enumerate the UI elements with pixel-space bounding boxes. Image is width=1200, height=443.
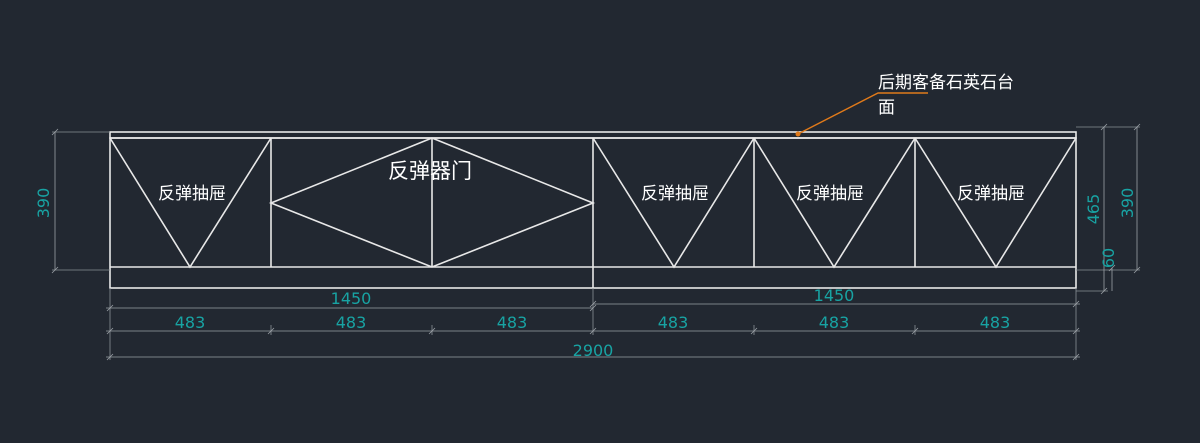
drawer-module-4: 反弹抽屉: [592, 137, 755, 269]
dim-half-left-text: 1450: [331, 289, 372, 308]
dim-module-4-text: 483: [658, 313, 689, 332]
dim-module-1-text: 483: [175, 313, 206, 332]
dim-module-3-text: 483: [497, 313, 528, 332]
countertop-note: 后期客备石英石台 面: [795, 73, 1014, 137]
drawer-module-1: 反弹抽屉: [109, 137, 272, 269]
dim-left-height: 390: [34, 128, 110, 274]
dim-total-width-text: 2900: [573, 341, 614, 360]
countertop: [109, 131, 1077, 139]
drawer-label-1: 反弹抽屉: [158, 184, 226, 204]
dim-half-right-text: 1450: [814, 286, 855, 305]
dim-modules: 483 483 483 483 483 483: [106, 313, 1080, 335]
door-label: 反弹器门: [388, 159, 472, 183]
dim-right-total-text: 465: [1084, 194, 1103, 225]
drawer-label-5: 反弹抽屉: [796, 184, 864, 204]
note-line-2: 面: [878, 98, 895, 118]
dim-module-2-text: 483: [336, 313, 367, 332]
drawer-module-6: 反弹抽屉: [914, 137, 1077, 269]
drawer-label-4: 反弹抽屉: [641, 184, 709, 204]
dim-module-6-text: 483: [980, 313, 1011, 332]
dim-total-width: 2900: [106, 341, 1080, 361]
dim-module-5-text: 483: [819, 313, 850, 332]
dim-left-height-text: 390: [34, 188, 53, 219]
dim-halves: 1450 1450: [106, 286, 1080, 360]
note-line-1: 后期客备石英石台: [878, 73, 1014, 93]
dim-plinth-text: 60: [1099, 248, 1118, 268]
dim-right: 465 390 60: [1076, 123, 1141, 295]
dim-right-body-text: 390: [1118, 188, 1137, 219]
door-module: 反弹器门: [268, 137, 596, 268]
drawer-module-5: 反弹抽屉: [753, 137, 916, 269]
drawer-label-6: 反弹抽屉: [957, 184, 1025, 204]
cabinet-body: [109, 137, 1077, 289]
